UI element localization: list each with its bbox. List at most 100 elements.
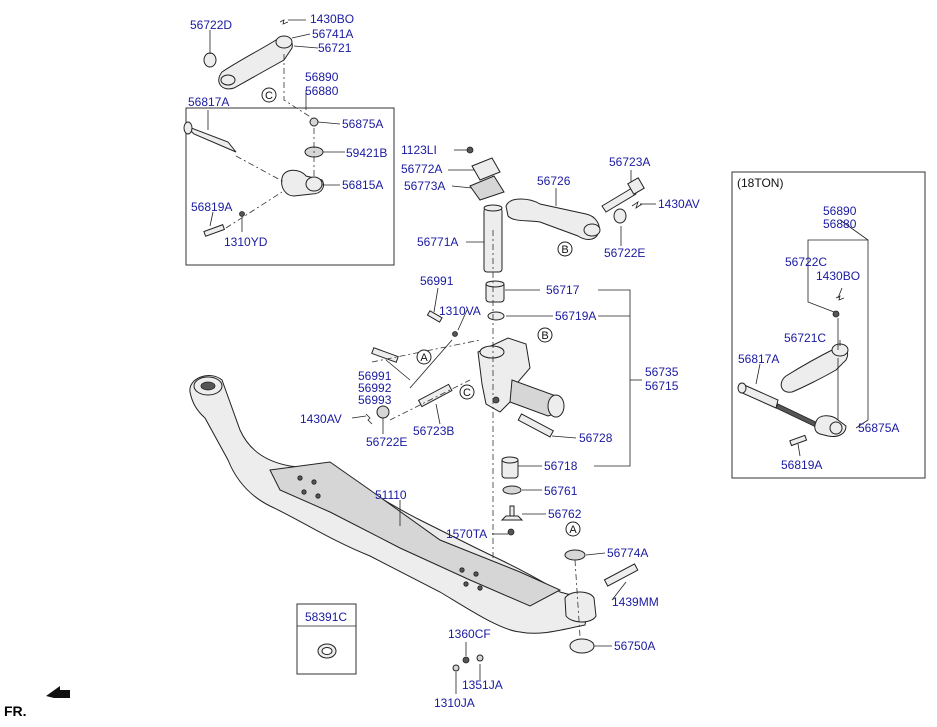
label-56773a[interactable]: 56773A [404,179,445,193]
label-58391c[interactable]: 58391C [305,610,347,624]
label-56721c[interactable]: 56721C [784,331,826,345]
label-1570ta[interactable]: 1570TA [446,527,487,541]
washer-1310va[interactable] [452,331,458,337]
label-1360cf[interactable]: 1360CF [448,627,491,641]
pin-1430bo-r[interactable] [835,295,845,301]
label-56817a-l[interactable]: 56817A [188,95,229,109]
svg-text:B: B [561,244,568,256]
label-1310ja[interactable]: 1310JA [434,696,475,710]
pin-1430av-r[interactable] [631,201,643,209]
bushing-56750a[interactable] [569,638,595,654]
knuckle-cap-plate[interactable] [466,146,505,201]
bolt-56819a-r[interactable] [789,434,808,447]
label-56819a-l[interactable]: 56819A [191,200,232,214]
label-56875a-r[interactable]: 56875A [858,421,899,435]
bolt-56723b[interactable] [417,383,453,408]
callout-c-knuckle[interactable]: C [459,384,475,400]
label-1351ja[interactable]: 1351JA [462,678,503,692]
label-56719a[interactable]: 56719A [555,309,596,323]
steering-knuckle[interactable] [477,337,565,418]
ball-joint-56815a[interactable] [281,169,325,197]
label-1430bo[interactable]: 1430BO [310,12,354,26]
nut-56875a-l[interactable] [309,117,319,127]
washer-1310ja[interactable] [452,664,460,672]
label-56750a[interactable]: 56750A [614,639,655,653]
label-56875a-l[interactable]: 56875A [342,117,383,131]
drag-link-rod-l[interactable] [183,121,237,153]
label-56772a[interactable]: 56772A [401,162,442,176]
pin-1439mm[interactable] [603,563,639,587]
label-56722e-r[interactable]: 56722E [604,246,645,260]
label-56722e-l[interactable]: 56722E [366,435,407,449]
label-56762[interactable]: 56762 [548,507,582,521]
knuckle-bushing-upper[interactable] [485,280,505,303]
label-56728[interactable]: 56728 [579,431,613,445]
washer-56774a[interactable] [564,549,586,561]
label-56723b[interactable]: 56723B [413,424,454,438]
label-1310yd[interactable]: 1310YD [224,235,268,249]
label-56993[interactable]: 56993 [358,393,392,407]
label-56992[interactable]: 56992 [358,381,392,395]
label-56890-r[interactable]: 56890 [823,204,857,218]
oring-56719a[interactable] [487,311,505,321]
label-56774a[interactable]: 56774A [607,546,648,560]
bolt-56728[interactable] [517,413,554,438]
arm-56741a[interactable] [218,35,293,90]
label-1430av-r[interactable]: 1430AV [658,197,700,211]
label-56735[interactable]: 56735 [645,365,679,379]
label-56890-l[interactable]: 56890 [305,70,339,84]
pin-1430av-l[interactable] [365,413,373,425]
callout-c-top[interactable]: C [261,87,277,103]
label-56721[interactable]: 56721 [318,41,352,55]
label-1310va[interactable]: 1310VA [439,304,481,318]
label-56741a[interactable]: 56741A [312,27,353,41]
washer-56761[interactable] [502,485,522,495]
drag-link-rod-r[interactable] [737,382,779,409]
plug-56762[interactable] [500,505,524,521]
label-56717[interactable]: 56717 [546,283,580,297]
pin-1430bo[interactable] [279,19,289,25]
nut-56722e-l[interactable] [376,405,390,419]
callout-a-knuckle[interactable]: A [416,349,432,365]
label-56722d[interactable]: 56722D [190,18,232,32]
58391c-box [296,603,357,675]
label-59421b[interactable]: 59421B [346,146,387,160]
label-56723a[interactable]: 56723A [609,155,650,169]
label-56815a[interactable]: 56815A [342,178,383,192]
bolt-56723a[interactable] [601,177,645,213]
label-1430av-l[interactable]: 1430AV [300,412,342,426]
label-51110[interactable]: 51110 [375,488,407,502]
label-56771a[interactable]: 56771A [417,235,458,249]
knuckle-bushing-lower[interactable] [501,456,519,479]
grease-nipple[interactable] [507,528,515,536]
ball-joint-r[interactable] [814,415,847,437]
label-1439mm[interactable]: 1439MM [612,595,659,609]
label-56991-top[interactable]: 56991 [420,274,454,288]
bolt-56991[interactable] [371,347,399,363]
label-56715[interactable]: 56715 [645,379,679,393]
label-56880-l[interactable]: 56880 [305,84,339,98]
nut-56722e-r[interactable] [613,208,627,224]
nut-1310yd[interactable] [239,211,245,217]
bolt-56819a-l[interactable] [203,224,226,237]
label-56819a-r[interactable]: 56819A [781,458,822,472]
label-56817a-r[interactable]: 56817A [738,352,779,366]
label-1123li[interactable]: 1123LI [401,143,437,157]
steering-arm-56726[interactable] [505,198,601,240]
label-56722c[interactable]: 56722C [785,255,827,269]
callout-a-bottom[interactable]: A [565,521,581,537]
label-56761[interactable]: 56761 [544,484,578,498]
axle-beam[interactable] [189,375,597,634]
label-56726[interactable]: 56726 [537,174,571,188]
callout-b-knuckle[interactable]: B [537,327,553,343]
nut-56722c[interactable] [832,310,840,318]
label-56880-r[interactable]: 56880 [823,217,857,231]
label-56718[interactable]: 56718 [544,459,578,473]
label-56991[interactable]: 56991 [358,369,392,383]
washer-1351ja[interactable] [476,654,484,662]
nut-56722d[interactable] [203,52,217,68]
bolt-56991-top[interactable] [426,310,443,323]
callout-b-top[interactable]: B [557,241,573,257]
label-1430bo-r[interactable]: 1430BO [816,269,860,283]
bolt-1360cf[interactable] [462,656,470,664]
